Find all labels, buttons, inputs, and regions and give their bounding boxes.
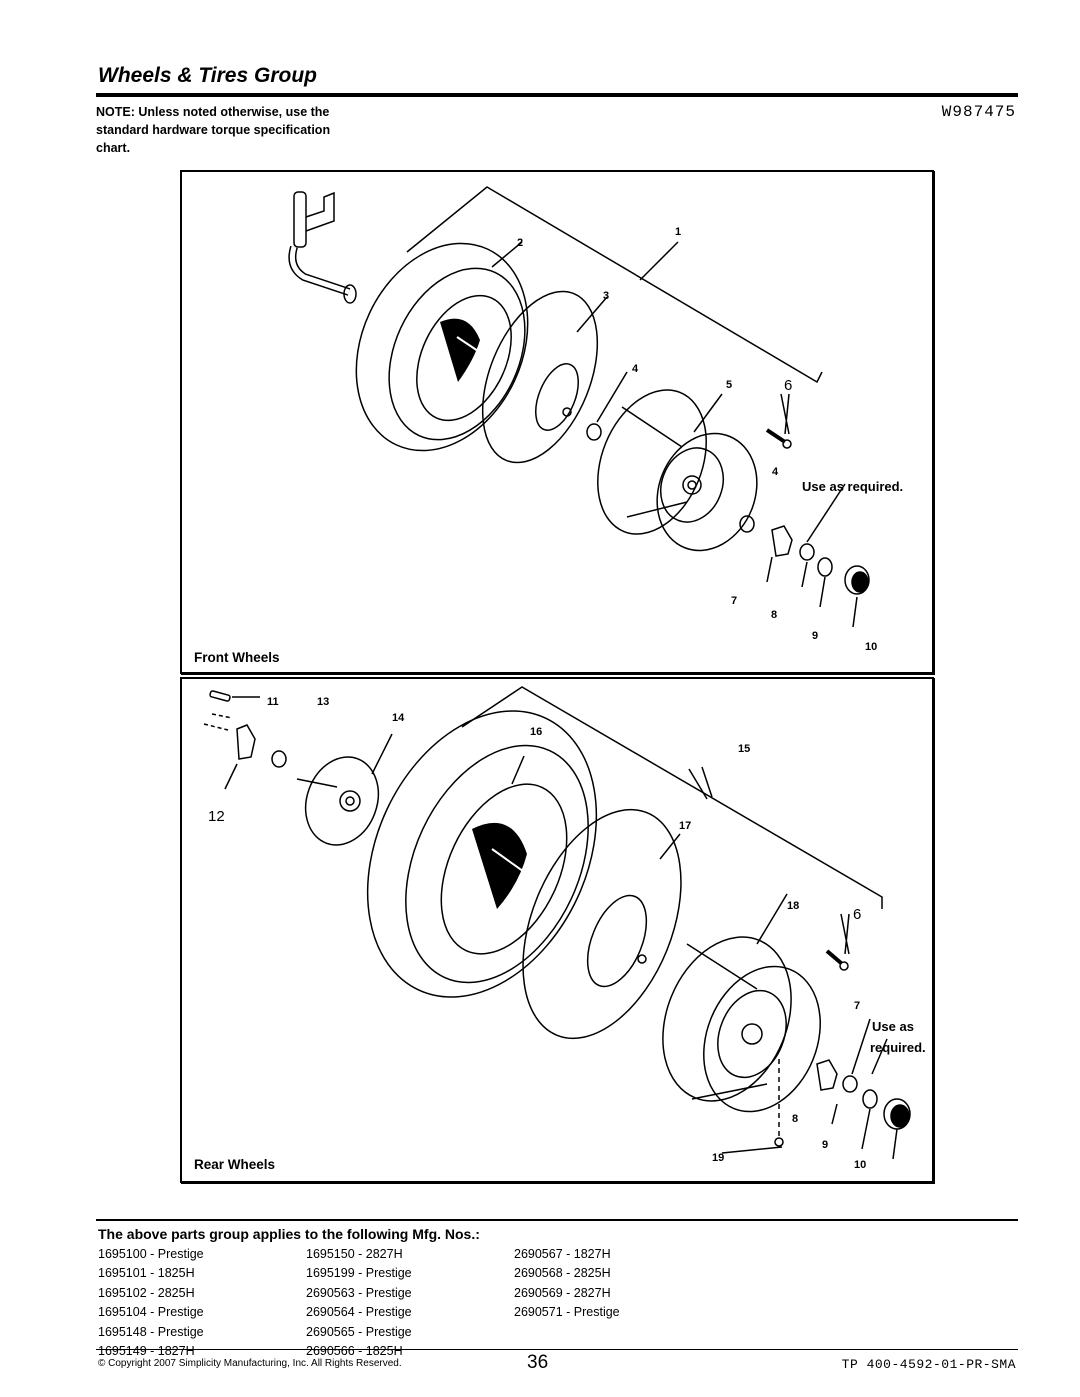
front-hub-cap-drawing xyxy=(844,565,870,595)
callout-11: 11 xyxy=(267,696,279,708)
spindle-drawing xyxy=(288,191,357,304)
copyright: © Copyright 2007 Simplicity Manufacturin… xyxy=(98,1358,402,1369)
front-axle-washer-drawing xyxy=(771,525,793,557)
rear-washer-right-drawing xyxy=(842,1075,858,1093)
drawing-code: W987475 xyxy=(941,103,1016,121)
callout-2: 2 xyxy=(517,237,523,249)
front-tire-drawing xyxy=(355,242,529,452)
callout-19: 19 xyxy=(712,1152,724,1164)
rear-axle-washer-drawing xyxy=(816,1059,838,1091)
rear-tire-drawing xyxy=(366,710,598,998)
mfg-number: 2690571 - Prestige xyxy=(514,1305,620,1320)
callout-7-rear: 7 xyxy=(854,1000,860,1012)
rear-retaining-ring-drawing xyxy=(862,1089,878,1109)
callout-7: 7 xyxy=(731,595,737,607)
callout-15: 15 xyxy=(738,743,750,755)
rear-washer-plate-drawing xyxy=(236,724,256,760)
mfg-number: 2690566 - 1825H xyxy=(306,1344,403,1359)
callout-6: 6 xyxy=(784,377,792,394)
callout-8-rear: 8 xyxy=(792,1113,798,1125)
mfg-number: 1695149 - 1827H xyxy=(98,1344,195,1359)
callout-8: 8 xyxy=(771,609,777,621)
mfg-number: 1695150 - 2827H xyxy=(306,1247,403,1261)
use-as-required-front: Use as required. xyxy=(802,479,903,494)
callout-17: 17 xyxy=(679,820,691,832)
front-wheels-label: Front Wheels xyxy=(194,650,280,665)
rear-wheels-label: Rear Wheels xyxy=(194,1157,276,1172)
rear-key-drawing xyxy=(209,690,231,702)
mfg-number: 2690564 - Prestige xyxy=(306,1305,412,1320)
front-wheels-panel: 1 2 3 4 5 6 4 Use as required. 7 8 9 10 … xyxy=(180,170,934,674)
mfg-number: 1695102 - 2825H xyxy=(98,1285,195,1300)
mfg-number: 1695199 - Prestige xyxy=(306,1266,412,1281)
callout-9-rear: 9 xyxy=(822,1139,828,1151)
callout-13: 13 xyxy=(317,696,329,708)
applies-heading: The above parts group applies to the fol… xyxy=(98,1226,480,1242)
callout-16: 16 xyxy=(530,726,542,738)
mfg-number: 1695101 - 1825H xyxy=(98,1266,195,1281)
rear-rim-drawing xyxy=(662,936,821,1113)
mfg-number: 2690567 - 1827H xyxy=(514,1247,611,1261)
mfg-number: 2690565 - Prestige xyxy=(306,1324,412,1339)
front-tube-drawing xyxy=(481,290,599,464)
page-number: 36 xyxy=(527,1352,549,1373)
rear-wheels-panel: 11 13 14 16 15 12 17 18 6 7 Use as requi… xyxy=(180,677,934,1183)
callout-4b: 4 xyxy=(772,466,779,478)
torque-note: NOTE: Unless noted otherwise, use the st… xyxy=(96,105,331,155)
rear-hub-drawing xyxy=(296,756,380,846)
callout-9: 9 xyxy=(812,630,818,642)
front-bearing-drawing xyxy=(586,423,602,441)
rear-valve-stem-drawing xyxy=(825,949,843,965)
page-title: Wheels & Tires Group xyxy=(98,64,317,87)
callout-6-rear: 6 xyxy=(853,906,861,923)
front-bearing-right-drawing xyxy=(739,515,755,533)
callout-10: 10 xyxy=(865,641,877,653)
callout-14: 14 xyxy=(392,712,405,724)
callout-5: 5 xyxy=(726,379,732,391)
mfg-number: 1695148 - Prestige xyxy=(98,1324,204,1339)
rear-tube-drawing xyxy=(522,808,682,1040)
callout-3: 3 xyxy=(603,290,609,302)
mfg-number: 1695100 - Prestige xyxy=(98,1247,204,1261)
rear-wheels-diagram: 11 13 14 16 15 12 17 18 6 7 Use as requi… xyxy=(203,686,926,1171)
front-washer-drawing xyxy=(799,543,815,561)
callout-12: 12 xyxy=(208,808,225,825)
mfg-number: 2690568 - 2825H xyxy=(514,1266,611,1281)
callout-1: 1 xyxy=(675,226,681,238)
rear-nut-drawing xyxy=(774,1137,784,1147)
title-rule xyxy=(96,93,1018,97)
front-wheels-diagram: 1 2 3 4 5 6 4 Use as required. 7 8 9 10 xyxy=(288,186,903,653)
footer-rule xyxy=(96,1349,1018,1350)
required-rear: required. xyxy=(870,1040,926,1055)
callout-18: 18 xyxy=(787,900,799,912)
use-as-rear: Use as xyxy=(872,1019,914,1034)
rear-washer-drawing xyxy=(271,750,287,768)
front-retaining-ring-drawing xyxy=(817,557,833,577)
rear-hub-cap-drawing xyxy=(883,1098,911,1130)
callout-4: 4 xyxy=(632,363,639,375)
callout-10-rear: 10 xyxy=(854,1159,866,1171)
front-rim-drawing xyxy=(597,389,758,552)
mfg-number: 2690569 - 2827H xyxy=(514,1285,611,1300)
front-valve-stem-drawing xyxy=(765,428,787,444)
mfg-numbers-table: 1695100 - Prestige 1695150 - 2827H 26905… xyxy=(98,1245,722,1361)
mfg-number-empty xyxy=(514,1323,722,1342)
applies-rule xyxy=(96,1219,1018,1221)
mfg-number: 2690563 - Prestige xyxy=(306,1285,412,1300)
document-code: TP 400-4592-01-PR-SMA xyxy=(841,1357,1016,1372)
mfg-number: 1695104 - Prestige xyxy=(98,1305,204,1320)
